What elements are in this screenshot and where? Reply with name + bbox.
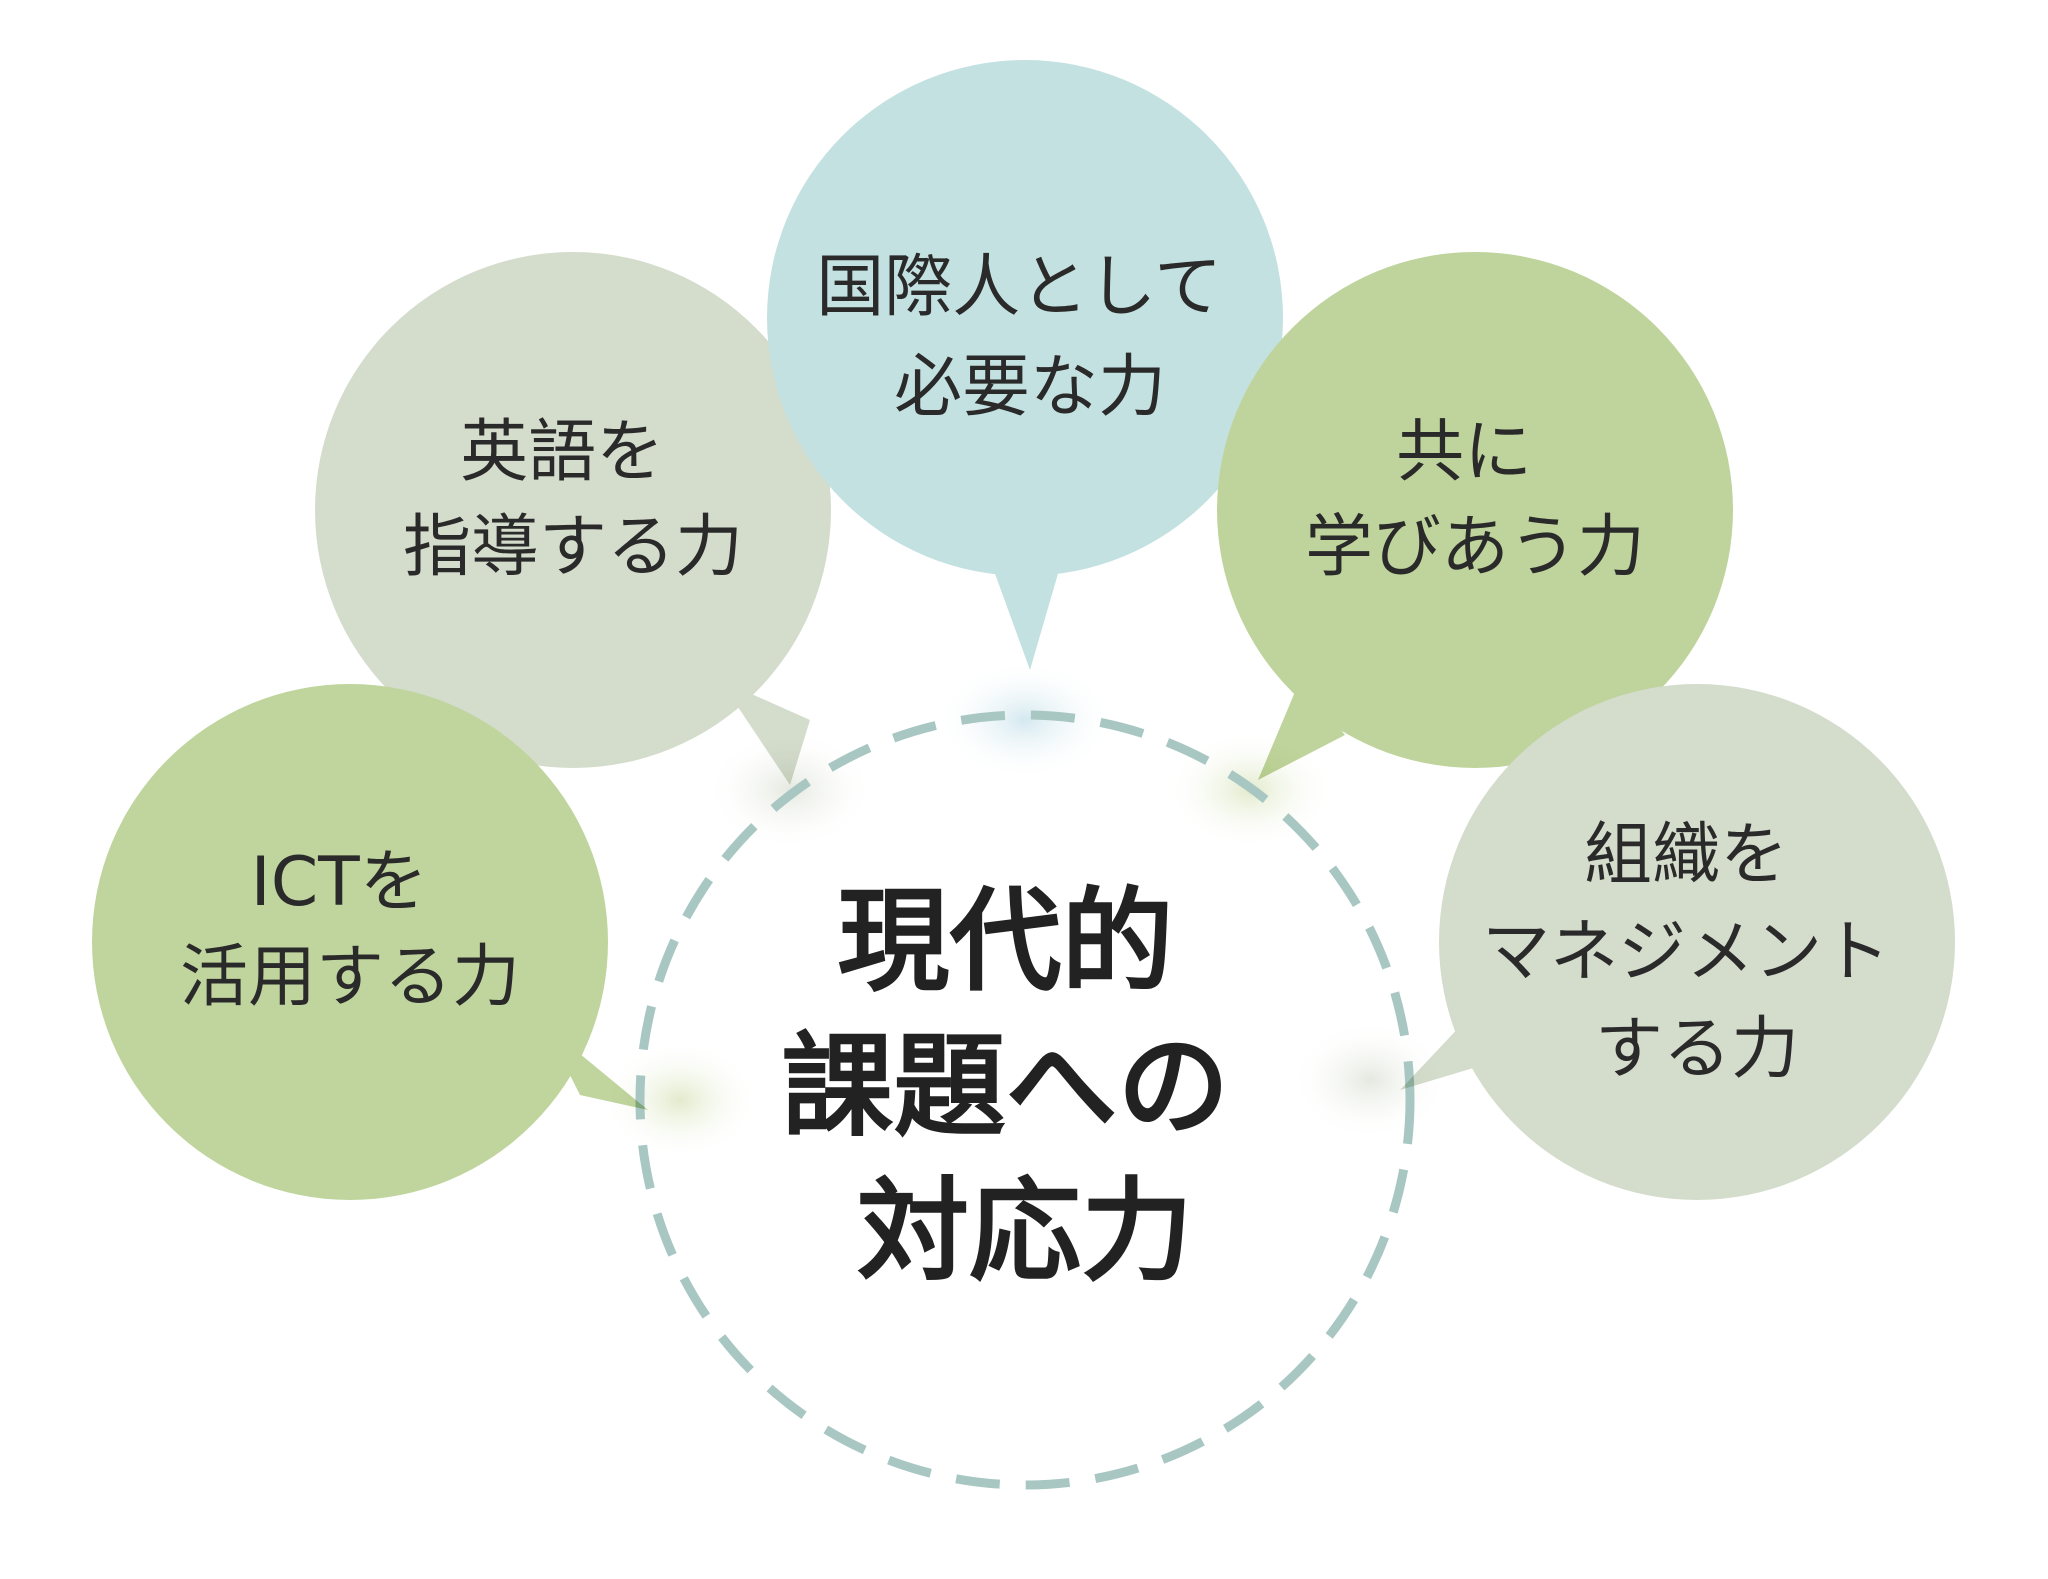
center-title-line-3: 対応力: [857, 1166, 1193, 1297]
bubble-ict-line-1: ICTを: [251, 843, 428, 922]
bubble-manage-tail: [1400, 1005, 1500, 1090]
bubble-manage-circle: [1439, 684, 1955, 1200]
bubble-international-tail: [990, 560, 1062, 670]
bubble-manage-line-1: 組織を: [1584, 816, 1788, 895]
bubble-english-circle: [315, 252, 831, 768]
bubble-ict-text: ICTを 活用する力: [180, 843, 520, 1017]
bubble-english: [315, 252, 831, 785]
bubble-collaborate: [1217, 252, 1733, 780]
bubble-ict-line-2: 活用する力: [180, 938, 520, 1017]
bubble-international-line-2: 必要な力: [894, 348, 1166, 427]
bubble-collaborate-line-1: 共に: [1396, 413, 1532, 492]
bubble-international-circle: [767, 60, 1283, 576]
bubble-collaborate-tail: [1258, 680, 1345, 780]
bubble-collaborate-circle: [1217, 252, 1733, 768]
bubble-manage: [1400, 684, 1955, 1200]
center-dashed-circle: [635, 710, 1415, 1490]
center-title-line-2: 課題への: [782, 1021, 1230, 1152]
bubble-international-line-1: 国際人として: [816, 248, 1222, 327]
speech-bubbles: [92, 60, 1955, 1200]
bubble-english-line-2: 指導する力: [403, 508, 743, 587]
glow-left: [600, 1040, 760, 1160]
bubble-english-tail: [720, 680, 810, 785]
bubble-ict: [92, 684, 648, 1200]
bubble-english-line-1: 英語を: [460, 413, 664, 492]
bubble-international-text: 国際人として 必要な力: [816, 248, 1244, 427]
bubble-international: [767, 60, 1283, 670]
bubble-ict-tail: [545, 1025, 648, 1110]
bubble-manage-line-2: マネジメント: [1482, 913, 1890, 992]
center-title-line-1: 現代的: [838, 876, 1174, 1007]
bubble-english-text: 英語を 指導する力: [403, 413, 743, 587]
center-title: 現代的 課題への 対応力: [782, 876, 1269, 1297]
bubble-collaborate-line-2: 学びあう力: [1305, 508, 1645, 587]
bubble-ict-circle: [92, 684, 608, 1200]
bubble-collaborate-text: 共に 学びあう力: [1305, 413, 1645, 587]
bubble-manage-text: 組織を マネジメント する力: [1482, 816, 1912, 1089]
glow-top: [935, 660, 1115, 780]
bubble-manage-line-3: する力: [1595, 1010, 1799, 1089]
